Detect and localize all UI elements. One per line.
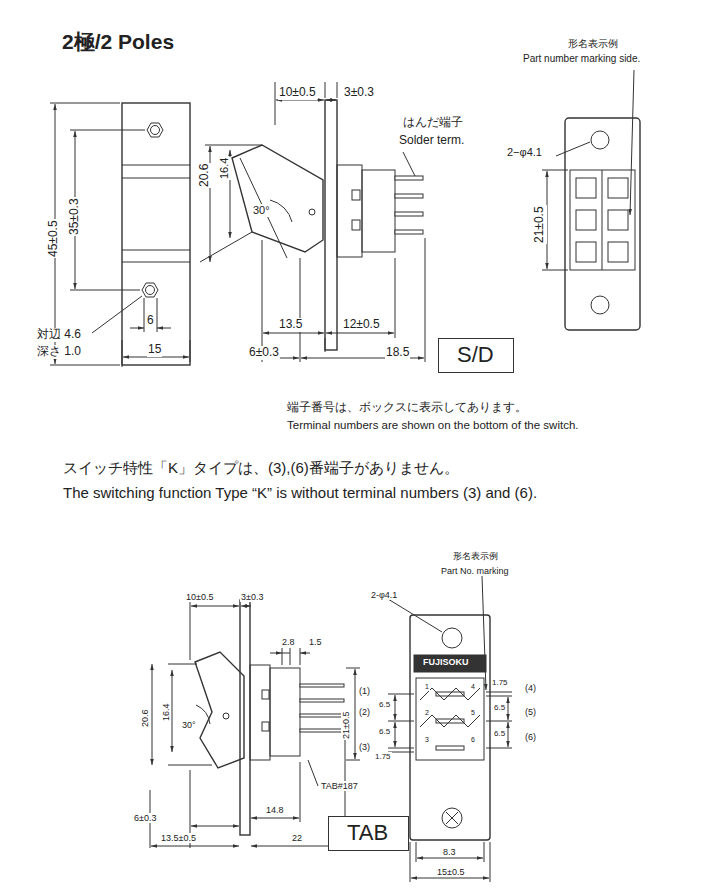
tab-side-view — [150, 596, 360, 848]
dimension-label: Solder term. — [398, 134, 465, 148]
dimension-label: 3±0.3 — [343, 86, 375, 100]
dimension-label: 6 — [470, 736, 476, 744]
dimension-label: 形名表示例 — [567, 38, 619, 50]
dimension-label: 6.5 — [493, 729, 506, 738]
dimension-label: 13.5 — [278, 318, 303, 332]
dimension-label: 形名表示例 — [452, 551, 499, 561]
dimension-label: (2) — [358, 707, 371, 717]
dimension-label: 30° — [181, 720, 197, 730]
dimension-label: 2 — [424, 709, 430, 717]
dimension-label: (5) — [524, 707, 537, 717]
dimension-label: 20.6 — [140, 708, 150, 728]
dimension-label: 1.75 — [491, 678, 509, 687]
dimension-label: 6.5 — [493, 703, 506, 712]
dimension-label: The switching function Type “K” is witho… — [62, 484, 538, 501]
dimension-label: 4 — [470, 683, 476, 691]
dimension-label: 15±0.5 — [436, 867, 465, 877]
variant-box: S/D — [438, 338, 514, 373]
dimension-label: はんだ端子 — [402, 116, 464, 130]
dimension-label: (6) — [524, 732, 537, 742]
dimension-label: Part No. marking — [440, 566, 510, 576]
dimension-label: 16.4 — [218, 157, 231, 180]
variant-label: TAB — [347, 820, 388, 846]
dimension-label: Terminal numbers are shown on the bottom… — [286, 419, 579, 432]
dimension-label: 1.5 — [308, 637, 323, 647]
dimension-label: 6.5 — [378, 727, 391, 736]
dimension-label: 10±0.5 — [278, 86, 317, 100]
dimension-label: Part number marking side. — [522, 53, 641, 65]
dimension-label: 5 — [470, 709, 476, 717]
dimension-label: 6±0.3 — [133, 813, 157, 823]
dimension-label: 45±0.5 — [47, 219, 61, 258]
dimension-label: 18.5 — [385, 346, 410, 360]
dimension-label: 端子番号は、ボックスに表示してあります。 — [286, 401, 528, 415]
dimension-label: TAB#187 — [320, 781, 359, 791]
dimension-label: 深さ 1.0 — [36, 345, 82, 359]
dimension-label: 20.6 — [198, 163, 212, 188]
dimension-label: 6.5 — [378, 700, 391, 709]
dimension-label: 2.8 — [281, 637, 296, 647]
dimension-label: 16.4 — [161, 702, 171, 722]
dimension-label: 2−φ4.1 — [506, 146, 543, 159]
dimension-label: 対辺 4.6 — [36, 328, 82, 342]
dimension-label: 13.5±0.5 — [160, 833, 197, 843]
dimension-label: 6 — [146, 314, 155, 328]
dimension-label: 15 — [147, 343, 162, 357]
dimension-label: 1 — [424, 683, 430, 691]
dimension-label: 21±0.5 — [341, 711, 351, 740]
brand-marking: FUJISOKU — [422, 657, 470, 667]
dimension-label: 30° — [252, 204, 271, 217]
dimension-label: 1.75 — [374, 752, 392, 761]
dimension-label: (4) — [524, 683, 537, 693]
dimension-label: 22 — [291, 833, 303, 843]
dimension-label: 6±0.3 — [248, 346, 280, 360]
variant-label: S/D — [457, 342, 494, 368]
side-view — [200, 82, 425, 362]
dimension-label: スイッチ特性「K」タイプは、(3),(6)番端子がありません。 — [62, 459, 460, 476]
dimension-label: 10±0.5 — [185, 592, 214, 602]
dimension-label: 21±0.5 — [533, 205, 547, 244]
dimension-label: 14.8 — [265, 805, 285, 815]
variant-box: TAB — [328, 816, 409, 851]
dimension-label: 3 — [424, 736, 430, 744]
dimension-label: 35±0.3 — [68, 197, 82, 236]
page-title: 2極/2 Poles — [62, 28, 174, 56]
dimension-label: 12±0.5 — [342, 318, 381, 332]
dimension-label: (3) — [358, 742, 371, 752]
dimension-label: 2-φ4.1 — [370, 590, 398, 600]
dimension-label: (1) — [358, 686, 371, 696]
bottom-view — [542, 70, 640, 330]
dimension-label: 3±0.3 — [240, 592, 264, 602]
dimension-label: 8.3 — [442, 847, 457, 857]
